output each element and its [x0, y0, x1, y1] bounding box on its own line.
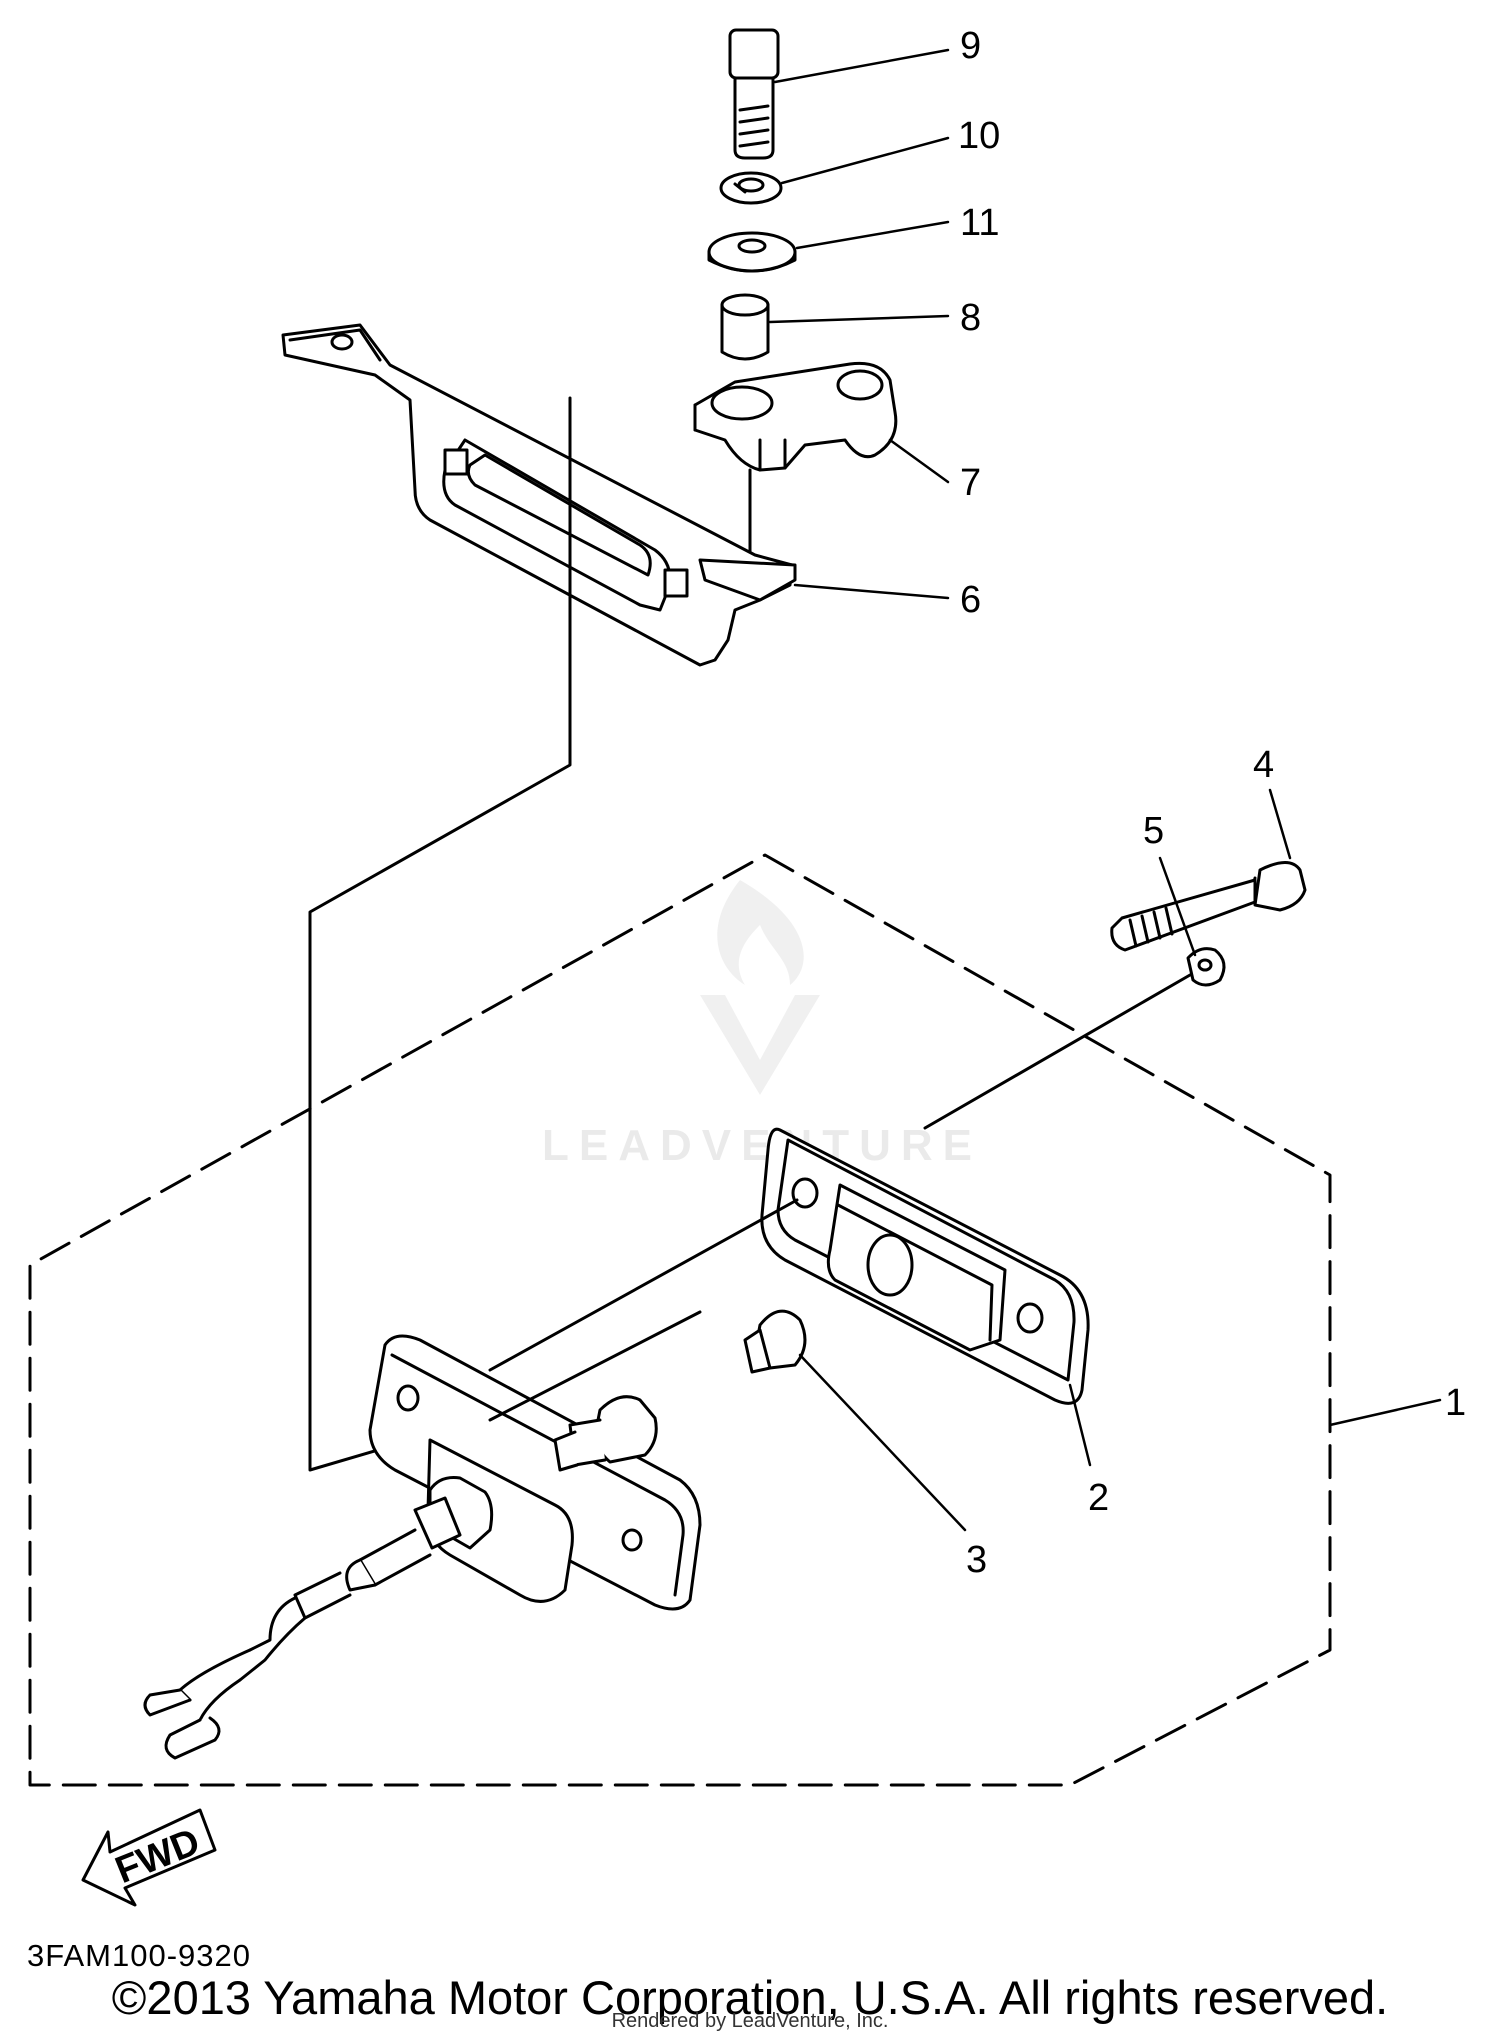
diagram-code: 3FAM100-9320 — [27, 1938, 251, 1973]
bolt-9 — [728, 28, 780, 160]
callout-9: 9 — [960, 25, 981, 67]
watermark: LEADVENTURE — [542, 880, 982, 1170]
mount-line — [308, 396, 572, 1472]
plate-washer-11 — [707, 231, 797, 273]
callout-4: 4 — [1253, 744, 1274, 786]
bracket-7 — [693, 361, 898, 472]
copyright-notice: ©2013 Yamaha Motor Corporation, U.S.A. A… — [111, 1971, 1389, 2024]
watermark-text: LEADVENTURE — [542, 1121, 982, 1170]
callout-1: 1 — [1445, 1382, 1466, 1424]
collar-8 — [720, 293, 770, 361]
bracket-6 — [281, 323, 797, 667]
lens-2 — [760, 1127, 1090, 1405]
callout-2: 2 — [1088, 1477, 1109, 1519]
axis-line-2-1 — [488, 1198, 799, 1372]
callout-8: 8 — [960, 297, 981, 339]
callout-3: 3 — [966, 1539, 987, 1581]
lock-washer-10 — [719, 171, 783, 205]
callout-5: 5 — [1143, 810, 1164, 852]
washer-5 — [1186, 947, 1226, 987]
axis-line-5-2 — [923, 973, 1192, 1130]
assembly-outline — [28, 853, 1332, 1787]
callout-10: 10 — [958, 115, 1000, 157]
callout-labels: 9 10 11 8 7 6 4 5 1 2 3 — [958, 25, 1466, 1581]
lamp-housing-1 — [143, 1334, 702, 1760]
leader-lines — [768, 48, 1442, 1532]
callout-7: 7 — [960, 462, 981, 504]
fwd-arrow-icon — [81, 1808, 217, 1907]
callout-11: 11 — [960, 202, 999, 244]
axis-line-3 — [488, 1310, 702, 1422]
bulb-3 — [743, 1309, 807, 1374]
callout-6: 6 — [960, 579, 981, 621]
bolt-4 — [1110, 861, 1307, 952]
rendered-by-notice: Rendered by LeadVenture, Inc. — [611, 2010, 889, 2032]
